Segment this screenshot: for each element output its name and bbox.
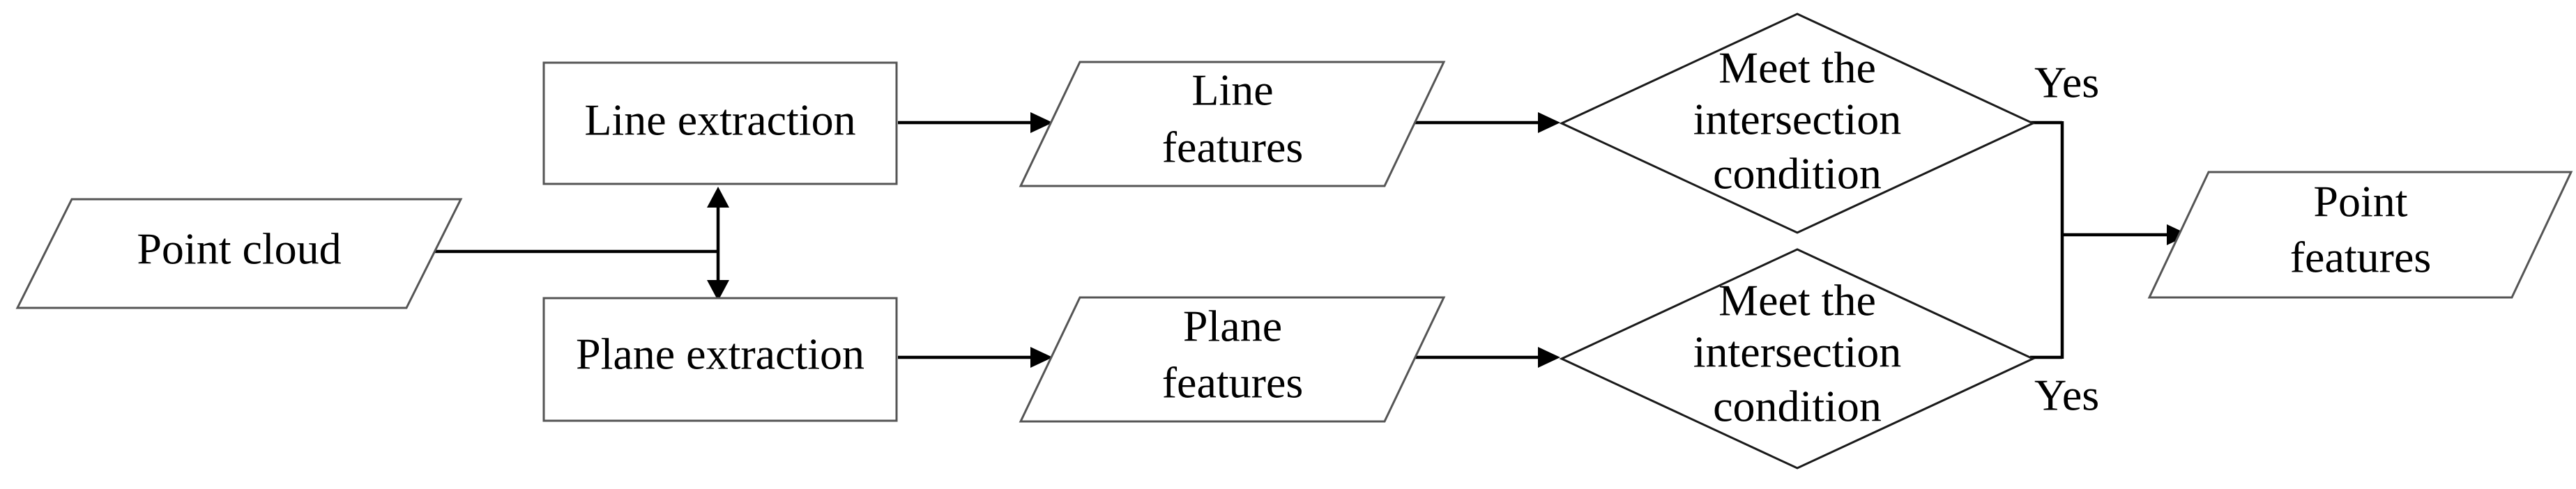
point-features-label-line-2: features — [2290, 233, 2432, 282]
condition-top-diamond — [1559, 13, 2036, 234]
node-point-features: Point features — [2147, 171, 2573, 299]
plane-extraction-label: Plane extraction — [576, 329, 864, 379]
node-plane-features: Plane features — [1019, 296, 1446, 423]
point-cloud-label: Point cloud — [137, 224, 341, 274]
arrowhead-to-condition-top — [1538, 112, 1560, 133]
line-extraction-label: Line extraction — [584, 95, 855, 145]
point-features-label-line-1: Point — [2313, 177, 2407, 226]
connectors — [430, 112, 2189, 368]
line-features-label-line-2: features — [1162, 123, 1304, 172]
plane-features-label-line-1: Plane — [1183, 302, 1282, 351]
arrowhead-to-line-extraction — [707, 187, 729, 208]
plane-extraction-box — [542, 297, 898, 422]
point-features-shape — [2147, 171, 2573, 299]
yes-label-bottom: Yes — [2034, 371, 2099, 420]
plane-features-shape — [1019, 296, 1446, 423]
arrowhead-to-plane-extraction — [707, 280, 729, 301]
point-cloud-shape — [15, 198, 463, 309]
arrowhead-to-line-features — [1030, 112, 1053, 133]
line-extraction-box — [542, 61, 898, 185]
arrowhead-to-condition-bottom — [1538, 347, 1560, 368]
node-plane-extraction: Plane extraction — [542, 297, 898, 422]
node-line-features: Line features — [1019, 61, 1446, 187]
condition-bottom-diamond — [1559, 248, 2036, 469]
condition-top-label-line-2: intersection — [1693, 95, 1902, 144]
line-features-label-line-1: Line — [1191, 65, 1273, 115]
condition-top-label-line-3: condition — [1713, 149, 1882, 199]
node-point-cloud: Point cloud — [15, 198, 463, 309]
arrowhead-to-plane-features — [1030, 347, 1053, 368]
yes-label-top: Yes — [2034, 58, 2099, 107]
condition-bottom-label-line-2: intersection — [1693, 327, 1902, 377]
node-line-extraction: Line extraction — [542, 61, 898, 185]
node-condition-top: Meet the intersection condition — [1559, 13, 2036, 234]
condition-bottom-label-line-3: condition — [1713, 382, 1882, 431]
node-condition-bottom: Meet the intersection condition — [1559, 248, 2036, 469]
plane-features-label-line-2: features — [1162, 358, 1304, 408]
condition-bottom-label-line-1: Meet the — [1718, 276, 1876, 325]
line-features-shape — [1019, 61, 1446, 187]
condition-top-label-line-1: Meet the — [1718, 43, 1876, 93]
